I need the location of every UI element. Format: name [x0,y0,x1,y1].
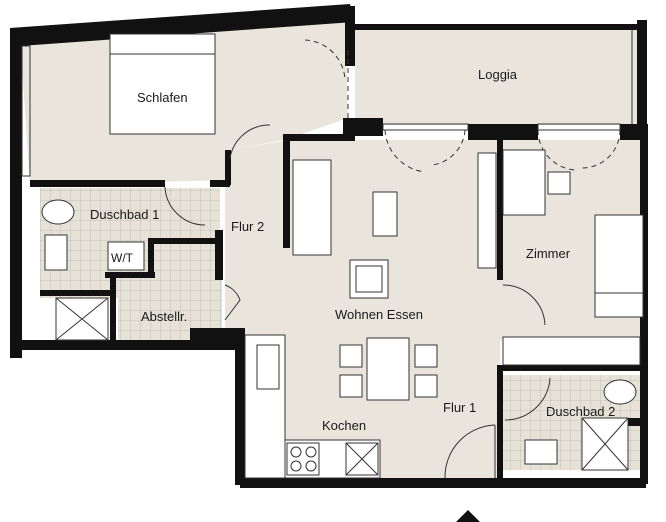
toilet-1 [41,199,75,225]
bed-zimmer [594,214,644,318]
tv-cabinet [477,152,497,269]
bed-schlafen-headboard [109,33,216,55]
toilet-2 [603,379,637,405]
chair-1 [339,344,363,368]
chair-3 [414,344,438,368]
wall-abstellr-left [148,238,154,278]
wall-abstellr-top [148,238,222,244]
wall-abstellr-left-2 [110,272,116,342]
label-zimmer: Zimmer [526,246,571,261]
fridge-cross [345,442,379,476]
entrance-arrow-icon [456,510,480,522]
bed-schlafen [109,33,216,135]
door-duschbad2 [504,377,551,421]
door-abstellr [224,284,241,321]
label-duschbad1: Duschbad 1 [90,207,159,222]
windows [21,30,633,177]
door-zimmer [502,284,546,326]
side-table [372,191,398,237]
label-kochen: Kochen [322,418,366,433]
chair-2 [339,374,363,398]
stove-burner-4 [305,460,317,472]
washbasin-1 [44,234,68,271]
wall-segment-3 [620,124,646,140]
label-flur2: Flur 2 [231,219,264,234]
wall-living-left [283,138,290,248]
loggia-top-wall [355,24,645,30]
wall-duschbad2-inner [628,418,640,426]
stove-burner-1 [290,446,302,458]
wt-box [107,241,145,271]
window-schlafen [21,45,31,177]
wall-left-lower [235,335,245,485]
window-loggia-1 [382,123,469,131]
door-loggia-living-2 [431,129,466,166]
door-loggia-living-1 [384,129,426,173]
label-wt: W/T [111,251,134,265]
wall-zimmer-left [497,140,503,280]
washbasin-2 [524,439,558,465]
wall-segment-1 [343,118,383,136]
wall-left-bottom-2 [30,340,235,348]
chair-4 [414,374,438,398]
right-outer-wall [640,124,648,484]
wall-duschbad1-right [215,230,223,280]
bottom-wall [240,478,646,488]
sofa [292,159,332,256]
label-wohnen-essen: Wohnen Essen [335,307,423,322]
wall-duschbad1-bottom [40,290,110,296]
door-loggia-schlafen [304,39,346,81]
wall-zimmer-bottom [503,365,643,371]
armchair-seat [355,265,383,293]
loggia-right-wall [637,20,647,140]
outer-wall-top [10,4,354,46]
wall-duschbad1-mid [105,272,155,278]
shower-1-lines [55,297,109,341]
loggia-floor [355,30,643,125]
desk [502,149,546,216]
schlafen-bottom-wall [30,180,165,187]
top-right-wall [345,6,355,66]
window-loggia-2 [537,123,621,131]
door-duschbad1 [164,186,206,226]
wall-segment-2 [468,124,538,140]
stove-burner-2 [305,446,317,458]
desk-chair [547,171,571,195]
wall-flur2-vertical [225,150,231,185]
wall-duschbad2-left [497,365,503,485]
wardrobe-zimmer [502,336,641,366]
dining-table [366,337,410,401]
kitchen-sink [256,344,280,390]
wall-flur2 [210,180,230,187]
room-labels: Schlafen Loggia Duschbad 1 W/T Flur 2 Zi… [90,67,615,433]
furniture [41,33,644,479]
label-schlafen: Schlafen [137,90,188,105]
label-flur1: Flur 1 [443,400,476,415]
door-schlafen [229,124,271,159]
shower-2-lines [581,417,629,471]
walls [10,4,648,488]
door-loggia-zimmer-2 [581,129,621,169]
door-entrance [444,424,496,479]
label-loggia: Loggia [478,67,518,82]
doors [164,39,621,479]
door-loggia-zimmer-1 [537,129,576,171]
label-duschbad2: Duschbad 2 [546,404,615,419]
outer-wall-left [10,28,22,358]
wall-kitchen-corner [190,328,245,340]
bed-zimmer-headboard [594,292,644,318]
stove-burner-3 [290,460,302,472]
label-abstellr: Abstellr. [141,309,187,324]
wall-living-top [283,134,355,141]
